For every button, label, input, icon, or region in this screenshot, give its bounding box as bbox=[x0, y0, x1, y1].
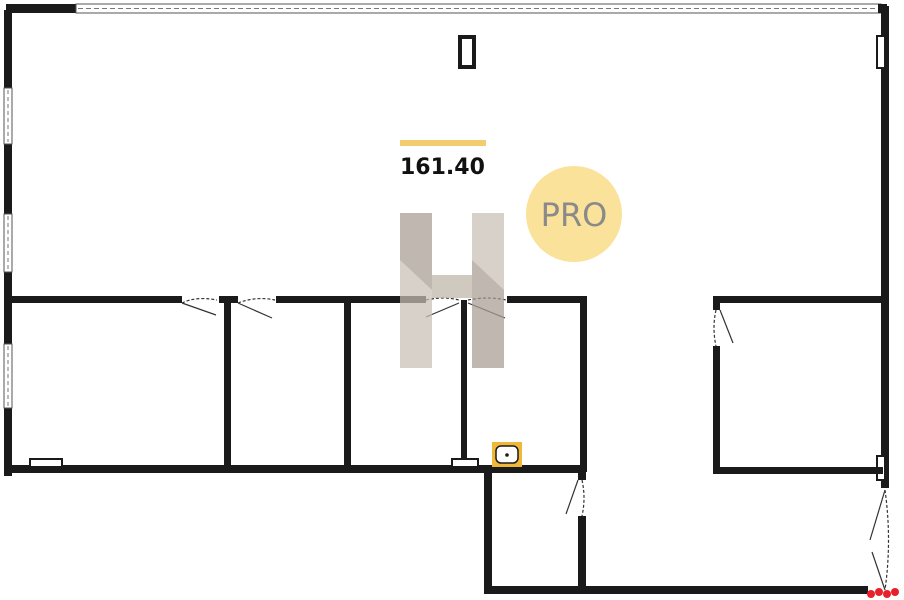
radiator-middle bbox=[451, 458, 479, 468]
partition-walls bbox=[4, 298, 587, 473]
pro-badge bbox=[526, 166, 622, 262]
column bbox=[458, 35, 476, 69]
door-right-room bbox=[713, 309, 734, 347]
door-room-2 bbox=[237, 297, 276, 319]
sink-icon bbox=[492, 442, 522, 467]
watermark-logo bbox=[400, 213, 504, 368]
pro-badge-label: PRO bbox=[541, 196, 608, 234]
door-room-1 bbox=[181, 297, 218, 316]
area-label: 161.40 bbox=[400, 155, 485, 180]
door-bathroom bbox=[565, 479, 585, 517]
left-wall bbox=[3, 10, 13, 476]
right-wall-lower bbox=[881, 480, 889, 488]
area-accent-bar bbox=[400, 140, 486, 146]
door-entrance bbox=[869, 489, 890, 591]
right-room bbox=[713, 296, 885, 474]
bathroom bbox=[484, 468, 868, 594]
right-wall bbox=[876, 6, 889, 482]
top-wall bbox=[6, 3, 887, 14]
radiator-left bbox=[29, 458, 63, 468]
entrance-marker bbox=[867, 588, 899, 598]
